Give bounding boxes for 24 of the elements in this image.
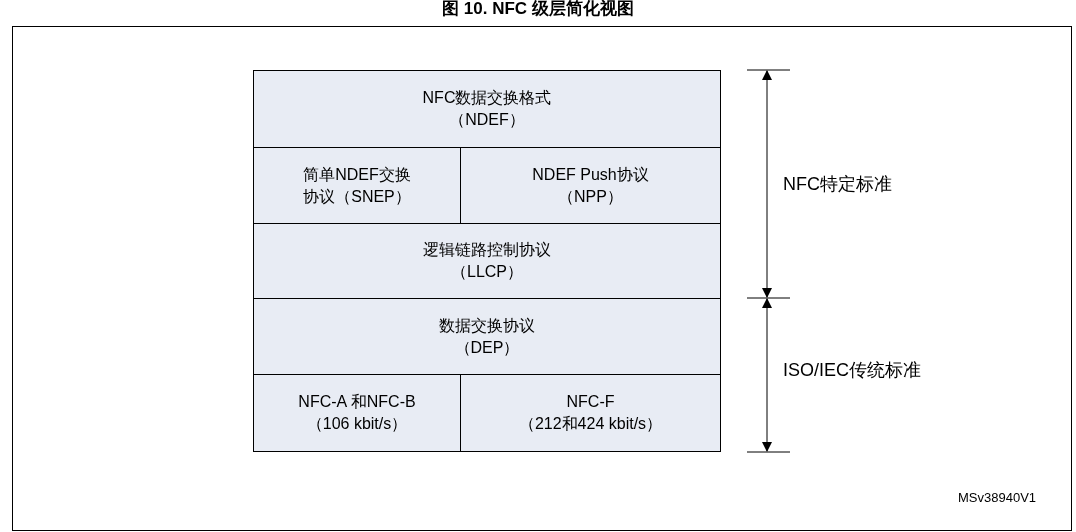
layer-label: （DEP） <box>454 337 520 358</box>
layer-box <box>253 70 721 148</box>
layer-label: 数据交换协议 <box>439 315 535 336</box>
layer-label: （LLCP） <box>451 262 523 282</box>
figure-title: 图 10. NFC 级层简化视图 <box>441 0 635 20</box>
layer-label: （NDEF） <box>449 110 525 130</box>
bracket-label: ISO/IEC传统标准 <box>783 359 921 382</box>
layer-label: NFC-F <box>566 392 615 412</box>
layer-label: （106 kbit/s） <box>306 414 408 434</box>
layer-box <box>253 147 461 224</box>
figure-id: MSv38940V1 <box>958 490 1037 505</box>
layer-box <box>253 374 461 452</box>
layer-label: 逻辑链路控制协议 <box>423 240 551 260</box>
layer-box <box>460 147 721 224</box>
layer-label: NFC数据交换格式 <box>422 88 552 108</box>
layer-label: 简单NDEF交换协议（SNEP） <box>302 164 412 207</box>
layer-label: （212和424 kbit/s） <box>518 414 663 434</box>
layer-box <box>460 374 721 452</box>
layer-box <box>253 223 721 299</box>
layer-box <box>253 298 721 375</box>
layer-label: （NPP） <box>558 186 623 207</box>
bracket-label: NFC特定标准 <box>783 173 892 196</box>
layer-label: NFC-A 和NFC-B <box>298 392 416 412</box>
layer-label: NDEF Push协议 <box>532 164 649 185</box>
